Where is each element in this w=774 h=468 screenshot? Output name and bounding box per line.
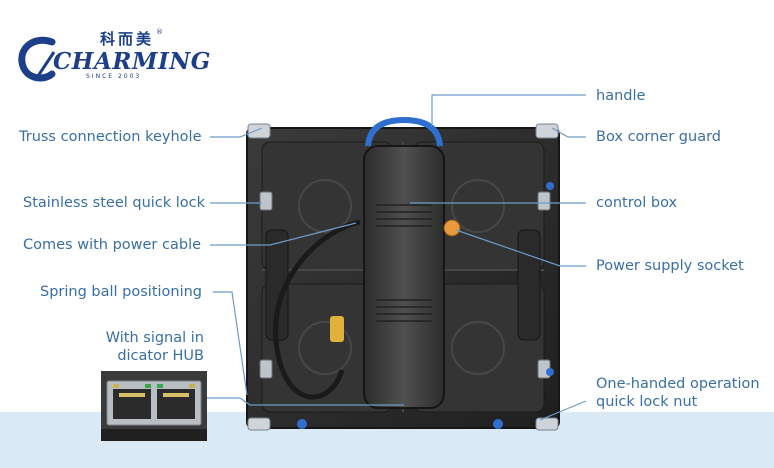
label-one-handed-lock-nut-line1: One-handed operation [596, 376, 760, 392]
line-corner-guard [551, 127, 586, 138]
indicator-leds-icon [113, 384, 195, 388]
label-spring-ball-positioning: Spring ball positioning [40, 284, 203, 300]
label-signal-hub-line2: dicator HUB [117, 348, 204, 364]
line-power-cable [210, 222, 357, 246]
label-signal-hub-line1: With signal in [105, 330, 204, 346]
logo-c-mark-icon [18, 36, 56, 82]
label-handle: handle [596, 88, 646, 104]
signal-hub-photo [101, 371, 207, 441]
line-power-socket [455, 229, 586, 267]
top-handle [365, 116, 443, 147]
power-supply-socket-shape [443, 219, 461, 237]
label-one-handed-lock-nut-line2: quick lock nut [596, 394, 698, 410]
brand-logo: 科而美 ® CHARMING SINCE 2003 [18, 28, 210, 84]
rj45-pins [119, 393, 189, 397]
line-handle [431, 94, 586, 126]
line-spring-ball [213, 291, 248, 396]
power-cable [273, 219, 361, 400]
label-comes-with-power-cable: Comes with power cable [23, 237, 202, 253]
label-power-supply-socket: Power supply socket [596, 258, 744, 274]
registered-mark: ® [156, 28, 163, 36]
line-truss-keyhole [210, 127, 263, 138]
label-box-corner-guard: Box corner guard [596, 129, 721, 145]
brand-name: CHARMING [53, 48, 211, 75]
line-lock-nut [539, 400, 587, 421]
corner-guards [247, 123, 559, 431]
line-signal-hub [207, 397, 404, 406]
control-box-vents [376, 204, 432, 322]
blue-lock-nuts [297, 182, 554, 429]
cabinet-panels [261, 141, 545, 413]
label-stainless-steel-quick-lock: Stainless steel quick lock [23, 195, 206, 211]
brand-chinese-name: 科而美 [100, 30, 155, 48]
yellow-power-plug [330, 316, 344, 342]
label-truss-connection-keyhole: Truss connection keyhole [19, 129, 202, 145]
label-control-box: control box [596, 195, 678, 211]
brand-since: SINCE 2003 [86, 73, 142, 80]
